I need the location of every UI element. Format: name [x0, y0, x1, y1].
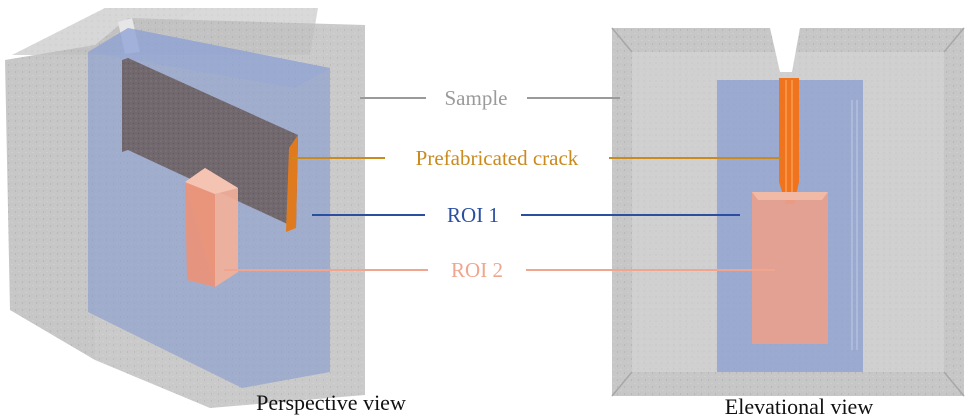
perspective-caption: Perspective view [256, 390, 406, 415]
roi1-label: ROI 1 [447, 203, 499, 227]
roi2-box-elevation-bevel [752, 192, 828, 200]
sample-notch-elevation [770, 28, 800, 72]
crack-elevation [779, 78, 799, 204]
elevational-caption: Elevational view [725, 394, 874, 419]
roi2-label: ROI 2 [451, 258, 503, 282]
roi2-box-front [185, 182, 215, 287]
crack-label: Prefabricated crack [416, 146, 579, 170]
perspective-view [5, 8, 365, 408]
roi2-box-top [185, 168, 238, 194]
crack-plate-perspective [122, 58, 298, 228]
crack-plate-edge [286, 135, 298, 232]
sample-label: Sample [445, 86, 508, 110]
elevational-view [611, 27, 965, 397]
leader-lines [224, 97, 781, 271]
sample-left-face [5, 45, 95, 360]
roi1-box-top [88, 28, 330, 88]
roi2-box-elevation [752, 192, 828, 344]
